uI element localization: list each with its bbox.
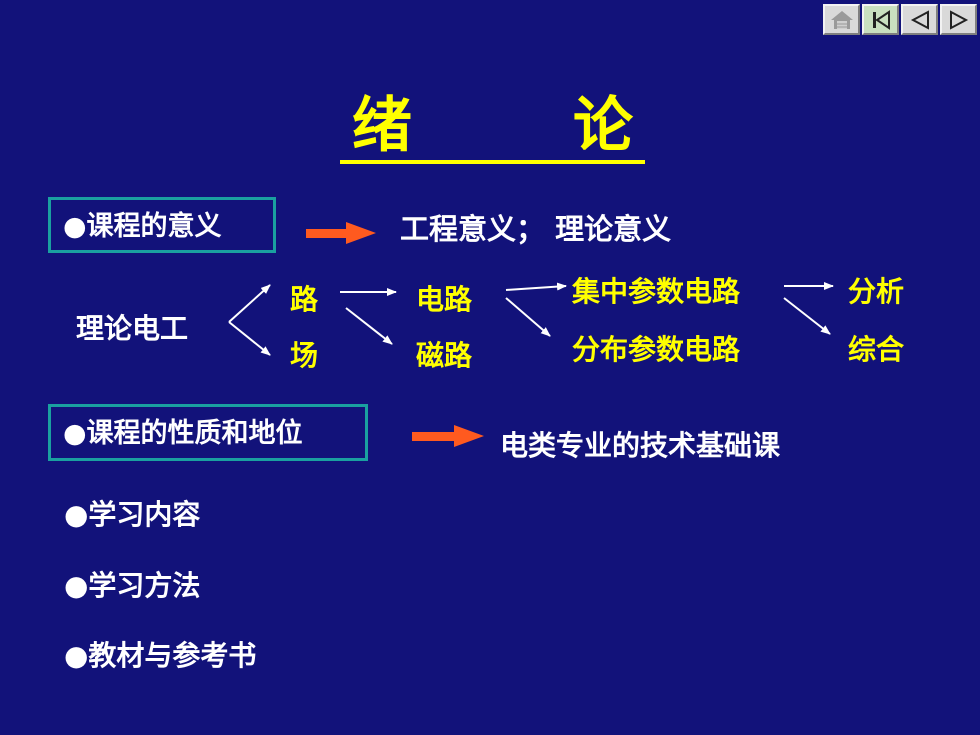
home-icon bbox=[830, 10, 853, 29]
bullet-textbooks: ●教材与参考书 bbox=[64, 639, 257, 672]
arrow-to-zonghe bbox=[783, 297, 831, 335]
title-char-1: 绪 bbox=[352, 90, 412, 161]
significance-result: 工程意义； 理论意义 bbox=[400, 212, 672, 246]
course-nature-label: ●课程的性质和地位 bbox=[48, 404, 368, 461]
diagram-dianlu: 电路 bbox=[416, 283, 473, 316]
diagram-zonghe: 综合 bbox=[848, 333, 905, 366]
bullet-learning-method: ●学习方法 bbox=[64, 569, 201, 602]
first-slide-button[interactable] bbox=[862, 4, 899, 35]
bullet-learning-content: ●学习内容 bbox=[64, 498, 201, 531]
orange-arrow-1 bbox=[306, 222, 376, 244]
previous-slide-icon bbox=[910, 9, 929, 30]
arrow-dianlu-to-fenbu bbox=[505, 297, 551, 337]
next-slide-icon bbox=[949, 9, 968, 30]
slide-title: 绪 论 bbox=[340, 80, 645, 161]
home-button[interactable] bbox=[823, 4, 860, 35]
diagram-cilu: 磁路 bbox=[416, 339, 473, 372]
diagram-jizhong: 集中参数电路 bbox=[572, 275, 741, 308]
next-slide-button[interactable] bbox=[940, 4, 977, 35]
previous-slide-button[interactable] bbox=[901, 4, 938, 35]
course-significance-label: ●课程的意义 bbox=[48, 197, 276, 253]
arrow-lu-to-cilu bbox=[345, 307, 393, 345]
slide-navigation bbox=[823, 4, 977, 35]
orange-arrow-2 bbox=[412, 425, 484, 447]
title-underline bbox=[340, 160, 645, 164]
first-slide-icon bbox=[872, 9, 890, 30]
arrow-dianlu-to-jizhong bbox=[505, 282, 567, 291]
arrow-root-to-lu bbox=[228, 284, 271, 323]
nature-result: 电类专业的技术基础课 bbox=[500, 429, 781, 462]
diagram-fenbu: 分布参数电路 bbox=[572, 333, 741, 366]
diagram-root: 理论电工 bbox=[76, 312, 189, 345]
title-char-2: 论 bbox=[573, 90, 633, 161]
diagram-fenxi: 分析 bbox=[848, 275, 905, 308]
arrow-root-to-chang bbox=[228, 321, 271, 356]
diagram-lu: 路 bbox=[290, 283, 319, 316]
diagram-chang: 场 bbox=[290, 339, 319, 372]
